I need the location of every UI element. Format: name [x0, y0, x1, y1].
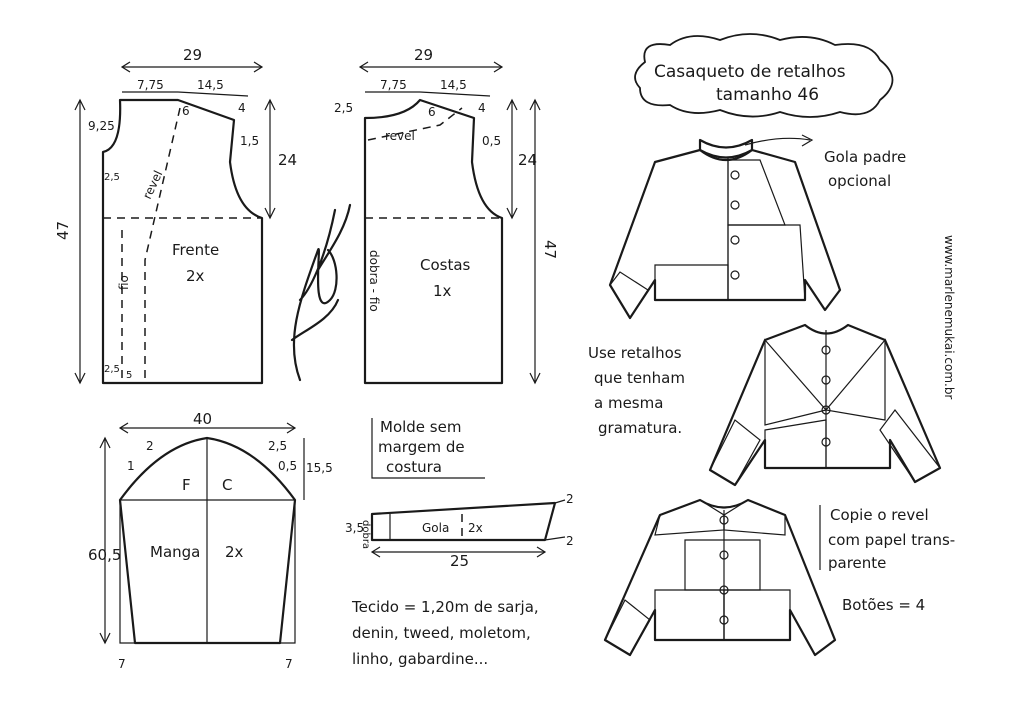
patches-line-2: que tenham: [594, 369, 685, 387]
back-neck-drop-label: 2,5: [334, 101, 353, 115]
sleeve-piece-name: Manga: [150, 543, 200, 561]
front-shoulder-drop-label: 4: [238, 101, 246, 115]
designer-signature: [290, 203, 352, 382]
back-shoulder-drop-small-label: 6: [428, 105, 436, 119]
patches-line-3: a mesma: [594, 394, 663, 412]
sleeve-pattern-piece: 40 2 2,5 1 0,5 15,5 60,5 F C Manga 2x 7 …: [88, 410, 333, 671]
collar-piece-count: 2x: [468, 521, 483, 535]
patches-line-4: gramatura.: [598, 419, 682, 437]
front-neck-drop-label: 9,25: [88, 119, 115, 133]
back-length-label: 47: [541, 240, 559, 259]
back-armhole-depth-label: 24: [518, 151, 537, 169]
back-pattern-piece: 29 7,75 14,5 2,5 4 6 0,5 revel 24 47 dob…: [334, 46, 559, 385]
website-url: www.marlenemukai.com.br: [942, 235, 956, 399]
front-length-label: 47: [54, 221, 72, 240]
jacket-3-body: [603, 498, 837, 657]
jacket-illustration-2: [708, 323, 942, 487]
sleeve-cap-right-label: 2,5: [268, 439, 287, 453]
note-no-seam-line-3: costura: [386, 458, 442, 476]
front-grain-label: fio: [117, 275, 131, 290]
sleeve-underarm-hatch: [119, 499, 296, 644]
back-shoulder-drop-label: 4: [478, 101, 486, 115]
note-no-seam-line-2: margem de: [378, 438, 465, 456]
back-shoulder-label: 14,5: [440, 78, 467, 92]
back-outline: [363, 98, 504, 385]
back-facing-label: revel: [385, 129, 415, 143]
front-armhole-depth-label: 24: [278, 151, 297, 169]
sleeve-outline: [118, 436, 297, 645]
collar-pattern-piece: dobra Gola 2x 3,5 2 2 25: [345, 492, 574, 570]
fabric-line-3: linho, gabardine...: [352, 650, 488, 668]
back-width-label: 29: [414, 46, 433, 64]
title-line-1: Casaqueto de retalhos: [654, 62, 846, 82]
front-width-label: 29: [183, 46, 202, 64]
front-shoulder-drop-small-label: 6: [182, 104, 190, 118]
note-no-seam-line-1: Molde sem: [380, 418, 461, 436]
sleeve-width-label: 40: [193, 410, 212, 428]
front-piece-count: 2x: [186, 267, 205, 285]
collar-optional-line-1: Gola padre: [824, 148, 906, 166]
jacket-1-body: [608, 148, 842, 320]
front-piece-name: Frente: [172, 241, 219, 259]
collar-rise-top-label: 2: [566, 492, 574, 506]
back-piece-name: Costas: [420, 256, 471, 274]
front-neck-width-label: 7,75: [137, 78, 164, 92]
sleeve-piece-count: 2x: [225, 543, 244, 561]
collar-piece-name: Gola: [422, 521, 449, 535]
back-neck-width-label: 7,75: [380, 78, 407, 92]
back-facing-line: [367, 107, 463, 141]
collar-optional-line-2: opcional: [828, 172, 891, 190]
copy-facing-note: Copie o revel com papel trans- parente: [819, 505, 955, 572]
back-armhole-offset-label: 0,5: [482, 134, 501, 148]
sleeve-front-letter: F: [182, 476, 191, 494]
copy-facing-line-3: parente: [828, 554, 886, 572]
jacket-illustration-3: [603, 498, 837, 657]
fabric-line-2: denin, tweed, moletom,: [352, 624, 531, 642]
jacket-2-body: [708, 323, 942, 487]
front-facing-line: [144, 107, 181, 380]
copy-facing-line-2: com papel trans-: [828, 531, 955, 549]
patches-line-1: Use retalhos: [588, 344, 682, 362]
front-facing-width-label: 5: [126, 370, 132, 381]
sleeve-cuff-right-label: 7: [285, 657, 293, 671]
title-cloud-outline: [634, 33, 894, 118]
collar-outline: [370, 501, 557, 542]
sleeve-back-letter: C: [222, 476, 232, 494]
front-pattern-piece: 29 7,75 14,5 47 9,25 2,5 24 4 6 1,5 reve…: [54, 46, 297, 385]
collar-rise-bottom-label: 2: [566, 534, 574, 548]
title-line-2: tamanho 46: [716, 85, 819, 105]
collar-height-label: 3,5: [345, 521, 364, 535]
jacket-illustration-1: [608, 138, 842, 320]
sleeve-cap-height-label: 15,5: [306, 461, 333, 475]
collar-fold-label: dobra: [360, 520, 371, 549]
front-facing-label: revel: [140, 168, 165, 201]
sleeve-length-label: 60,5: [88, 546, 121, 564]
signature-flourish: [290, 203, 352, 382]
title-cloud: Casaqueto de retalhos tamanho 46: [634, 33, 894, 118]
sleeve-cap-left-label: 2: [146, 439, 154, 453]
jacket-1-collar: [698, 138, 754, 159]
sleeve-cap-left-small-label: 1: [127, 459, 135, 473]
fabric-line-1: Tecido = 1,20m de sarja,: [351, 598, 539, 616]
front-side-tick-label: 2,5: [104, 172, 120, 183]
collar-optional-note: Gola padre opcional: [744, 134, 906, 190]
note-no-seam-allowance: Molde sem margem de costura: [371, 418, 485, 479]
fabric-note: Tecido = 1,20m de sarja, denin, tweed, m…: [351, 598, 539, 668]
back-fold-label: dobra - fio: [367, 250, 381, 312]
copy-facing-line-1: Copie o revel: [830, 506, 929, 524]
front-armhole-offset-label: 1,5: [240, 134, 259, 148]
sleeve-cuff-left-label: 7: [118, 657, 126, 671]
front-shoulder-label: 14,5: [197, 78, 224, 92]
buttons-count: Botões = 4: [842, 596, 925, 614]
sleeve-cap-right-small-label: 0,5: [278, 459, 297, 473]
collar-length-label: 25: [450, 552, 469, 570]
back-piece-count: 1x: [433, 282, 452, 300]
front-hem-offset-label: 2,5: [104, 364, 120, 375]
patches-note: Use retalhos que tenham a mesma gramatur…: [588, 344, 685, 437]
